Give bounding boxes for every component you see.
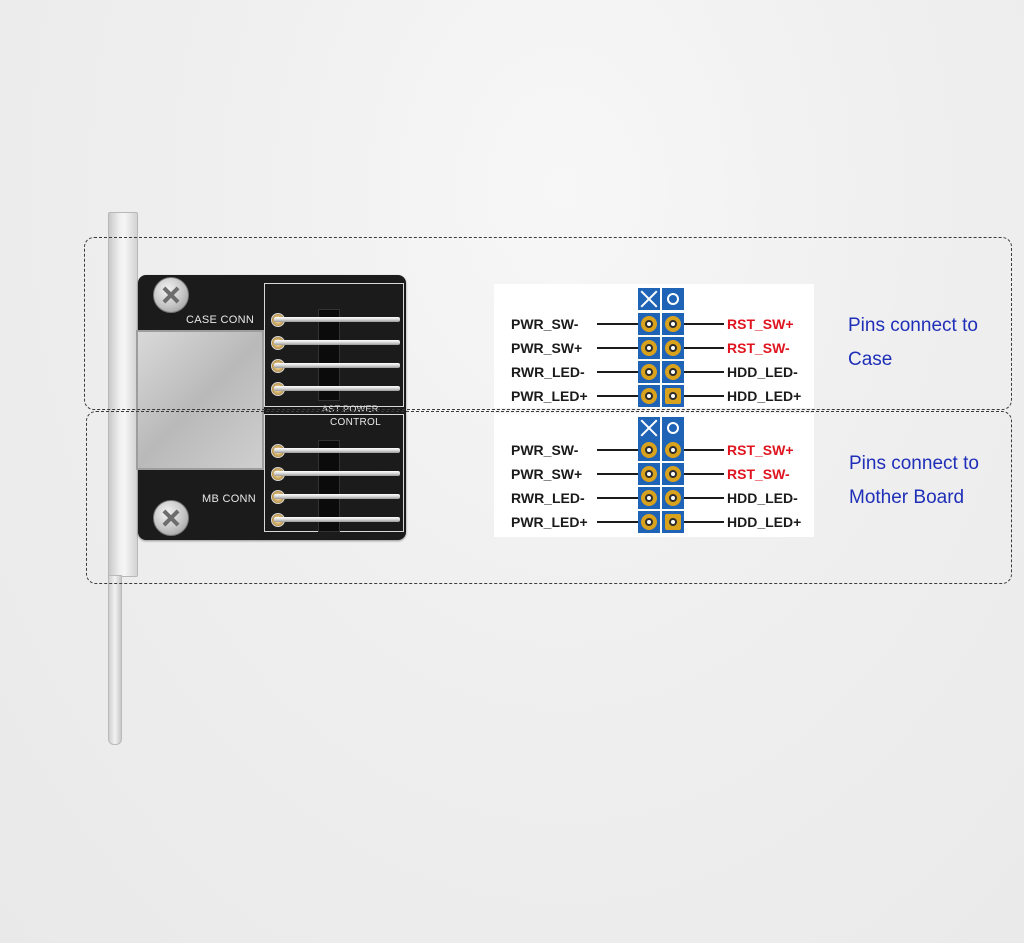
leader-line xyxy=(597,323,638,325)
leader-line xyxy=(597,395,638,397)
leader-line xyxy=(597,473,638,475)
silk-outline-top xyxy=(264,283,404,407)
frame-mb-pins xyxy=(86,411,1012,584)
circle-pin-icon xyxy=(662,417,684,439)
pin-label-right: RST_SW+ xyxy=(727,442,794,458)
pin-pad xyxy=(662,463,684,485)
annotation-mb-line2: Mother Board xyxy=(849,487,965,508)
pin-pad xyxy=(638,487,660,509)
pin-label-right: HDD_LED- xyxy=(727,364,798,380)
header-pin xyxy=(274,448,400,453)
header-pin xyxy=(274,317,400,322)
leader-line xyxy=(684,449,724,451)
leader-line xyxy=(597,371,638,373)
leader-line xyxy=(597,497,638,499)
x-key-pin-icon xyxy=(638,288,660,310)
pin-pad xyxy=(638,361,660,383)
metal-bracket xyxy=(108,212,138,577)
pin-header-top xyxy=(318,309,340,401)
leader-line xyxy=(684,473,724,475)
x-key-pin-icon xyxy=(638,417,660,439)
silk-label-power-2: CONTROL xyxy=(330,417,381,428)
pin-label-left: PWR_SW+ xyxy=(511,340,583,356)
pin-label-left: PWR_SW+ xyxy=(511,466,583,482)
header-pin xyxy=(274,494,400,499)
silk-label-mb-conn: MB CONN xyxy=(202,493,257,505)
pin-pad xyxy=(662,361,684,383)
header-pin xyxy=(274,340,400,345)
pin-pad xyxy=(638,337,660,359)
pin-pad xyxy=(662,385,684,407)
leader-line xyxy=(684,323,724,325)
pin-label-left: PWR_SW- xyxy=(511,442,579,458)
pin-pad xyxy=(638,511,660,533)
metal-shield xyxy=(136,330,264,470)
bracket-tab xyxy=(108,575,122,745)
leader-line xyxy=(684,347,724,349)
pin-label-right: RST_SW- xyxy=(727,466,790,482)
pin-label-right: RST_SW+ xyxy=(727,316,794,332)
leader-line xyxy=(684,395,724,397)
pin-pad xyxy=(662,511,684,533)
leader-line xyxy=(597,347,638,349)
pin-pad xyxy=(662,337,684,359)
header-pin xyxy=(274,386,400,391)
screw-icon xyxy=(153,277,189,313)
leader-line xyxy=(597,521,638,523)
silk-label-case-conn: CASE CONN xyxy=(186,314,255,326)
pin-header-bottom xyxy=(318,440,340,532)
leader-line xyxy=(684,521,724,523)
pin-pad xyxy=(638,463,660,485)
pin-label-left: PWR_LED+ xyxy=(511,514,588,530)
pin-label-right: RST_SW- xyxy=(727,340,790,356)
pin-pad xyxy=(662,313,684,335)
frame-case-pins xyxy=(84,237,1012,410)
pin-label-right: HDD_LED- xyxy=(727,490,798,506)
leader-line xyxy=(684,371,724,373)
leader-line xyxy=(597,449,638,451)
pin-label-left: PWR_LED+ xyxy=(511,388,588,404)
screw-icon xyxy=(153,500,189,536)
pinout-panel-mb: PWR_SW- PWR_SW+ RWR_LED- PWR_LED+ RST_SW… xyxy=(494,413,814,537)
pin-label-left: PWR_SW- xyxy=(511,316,579,332)
pin-label-left: RWR_LED- xyxy=(511,490,585,506)
pin-label-right: HDD_LED+ xyxy=(727,388,802,404)
pin-pad xyxy=(638,313,660,335)
leader-line xyxy=(684,497,724,499)
annotation-case-line2: Case xyxy=(848,349,893,370)
pin-pad xyxy=(638,385,660,407)
pin-pad xyxy=(638,439,660,461)
pin-pad xyxy=(662,439,684,461)
header-pin xyxy=(274,517,400,522)
annotation-mb-line1: Pins connect to xyxy=(849,453,979,474)
header-pin xyxy=(274,471,400,476)
header-pin xyxy=(274,363,400,368)
pinout-panel-case: PWR_SW- PWR_SW+ RWR_LED- PWR_LED+ RST_SW… xyxy=(494,284,814,408)
annotation-case-line1: Pins connect to xyxy=(848,315,978,336)
pin-label-right: HDD_LED+ xyxy=(727,514,802,530)
pin-pad xyxy=(662,487,684,509)
circle-pin-icon xyxy=(662,288,684,310)
pin-label-left: RWR_LED- xyxy=(511,364,585,380)
